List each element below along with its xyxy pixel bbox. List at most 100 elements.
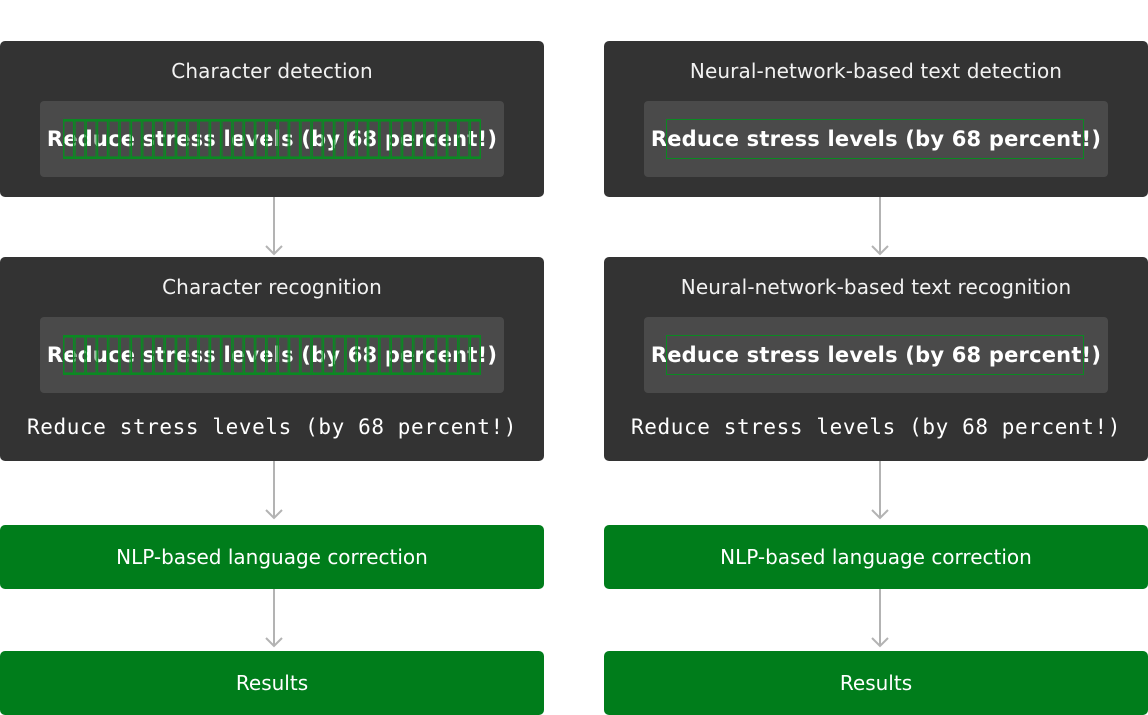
character-detection-stage: Character detection Reduce stress levels… — [0, 41, 544, 197]
character-bounding-boxes — [63, 119, 481, 159]
sample-text: Reduce stress levels (by 68 percent!) — [650, 343, 1102, 367]
sample-text: Reduce stress levels (by 68 percent!) — [650, 127, 1102, 151]
character-box — [176, 120, 188, 158]
stage-label: NLP-based language correction — [720, 545, 1032, 569]
character-box — [379, 120, 391, 158]
sample-text: Reduce stress levels (by 68 percent!) — [46, 343, 498, 367]
character-box — [232, 336, 244, 374]
recognized-output-text: Reduce stress levels (by 68 percent!) — [631, 415, 1121, 439]
character-box — [390, 120, 402, 158]
character-box — [130, 120, 142, 158]
stage-label: NLP-based language correction — [116, 545, 428, 569]
sample-image-panel: Reduce stress levels (by 68 percent!) — [644, 101, 1108, 177]
character-box — [424, 120, 436, 158]
character-box — [119, 336, 131, 374]
character-recognition-stage: Character recognition Reduce stress leve… — [0, 257, 544, 461]
character-box — [447, 336, 459, 374]
character-box — [74, 336, 86, 374]
character-box — [266, 120, 278, 158]
character-box — [356, 120, 368, 158]
character-box — [311, 120, 323, 158]
character-box — [447, 120, 459, 158]
character-bounding-boxes — [63, 335, 481, 375]
character-box — [142, 336, 154, 374]
character-box — [63, 120, 75, 158]
sample-image-panel: Reduce stress levels (by 68 percent!) — [40, 317, 504, 393]
character-box — [108, 120, 120, 158]
character-box — [322, 336, 334, 374]
character-box — [210, 120, 222, 158]
character-box — [266, 336, 278, 374]
character-box — [85, 120, 97, 158]
character-box — [277, 336, 289, 374]
down-arrow-icon — [262, 461, 286, 521]
character-box — [243, 120, 255, 158]
down-arrow-icon — [262, 197, 286, 257]
stage-label: Results — [235, 671, 309, 695]
character-box — [379, 336, 391, 374]
character-box — [210, 336, 222, 374]
character-box — [153, 336, 165, 374]
stage-title: Character detection — [171, 59, 373, 83]
character-box — [345, 336, 357, 374]
character-box — [255, 120, 267, 158]
character-box — [345, 120, 357, 158]
text-line-bounding-box — [666, 119, 1084, 159]
language-correction-stage: NLP-based language correction — [0, 525, 544, 589]
character-box — [130, 336, 142, 374]
character-box — [424, 336, 436, 374]
character-box — [85, 336, 97, 374]
character-box — [176, 336, 188, 374]
down-arrow-icon — [868, 197, 892, 257]
text-line-frame — [63, 335, 481, 375]
character-box — [153, 120, 165, 158]
text-recognition-stage: Neural-network-based text recognition Re… — [604, 257, 1148, 461]
down-arrow-icon — [868, 461, 892, 521]
character-box — [198, 120, 210, 158]
character-box — [164, 120, 176, 158]
character-box — [334, 336, 346, 374]
character-box — [300, 120, 312, 158]
character-box — [390, 336, 402, 374]
left-pipeline: Character detection Reduce stress levels… — [0, 0, 544, 715]
character-box — [74, 120, 86, 158]
character-box — [108, 336, 120, 374]
stage-title: Character recognition — [162, 275, 382, 299]
sample-text: Reduce stress levels (by 68 percent!) — [46, 127, 498, 151]
results-stage: Results — [0, 651, 544, 715]
character-box — [63, 336, 75, 374]
character-box — [356, 336, 368, 374]
recognized-output-text: Reduce stress levels (by 68 percent!) — [27, 415, 517, 439]
character-box — [435, 336, 447, 374]
text-line-bounding-box — [666, 335, 1084, 375]
character-box — [97, 336, 109, 374]
character-box — [368, 336, 380, 374]
right-pipeline: Neural-network-based text detection Redu… — [604, 0, 1148, 715]
character-box — [368, 120, 380, 158]
character-box — [458, 336, 470, 374]
character-box — [469, 120, 481, 158]
character-box — [187, 120, 199, 158]
stage-title: Neural-network-based text recognition — [680, 275, 1072, 299]
character-box — [458, 120, 470, 158]
character-box — [221, 120, 233, 158]
character-box — [289, 120, 301, 158]
character-box — [198, 336, 210, 374]
character-box — [300, 336, 312, 374]
character-box — [221, 336, 233, 374]
character-box — [402, 336, 414, 374]
character-box — [334, 120, 346, 158]
character-box — [413, 120, 425, 158]
character-box — [243, 336, 255, 374]
down-arrow-icon — [868, 589, 892, 649]
text-detection-stage: Neural-network-based text detection Redu… — [604, 41, 1148, 197]
language-correction-stage: NLP-based language correction — [604, 525, 1148, 589]
stage-label: Results — [839, 671, 913, 695]
sample-image-panel: Reduce stress levels (by 68 percent!) — [644, 317, 1108, 393]
character-box — [164, 336, 176, 374]
character-box — [97, 120, 109, 158]
character-box — [311, 336, 323, 374]
character-box — [277, 120, 289, 158]
character-box — [289, 336, 301, 374]
text-line-frame — [63, 119, 481, 159]
